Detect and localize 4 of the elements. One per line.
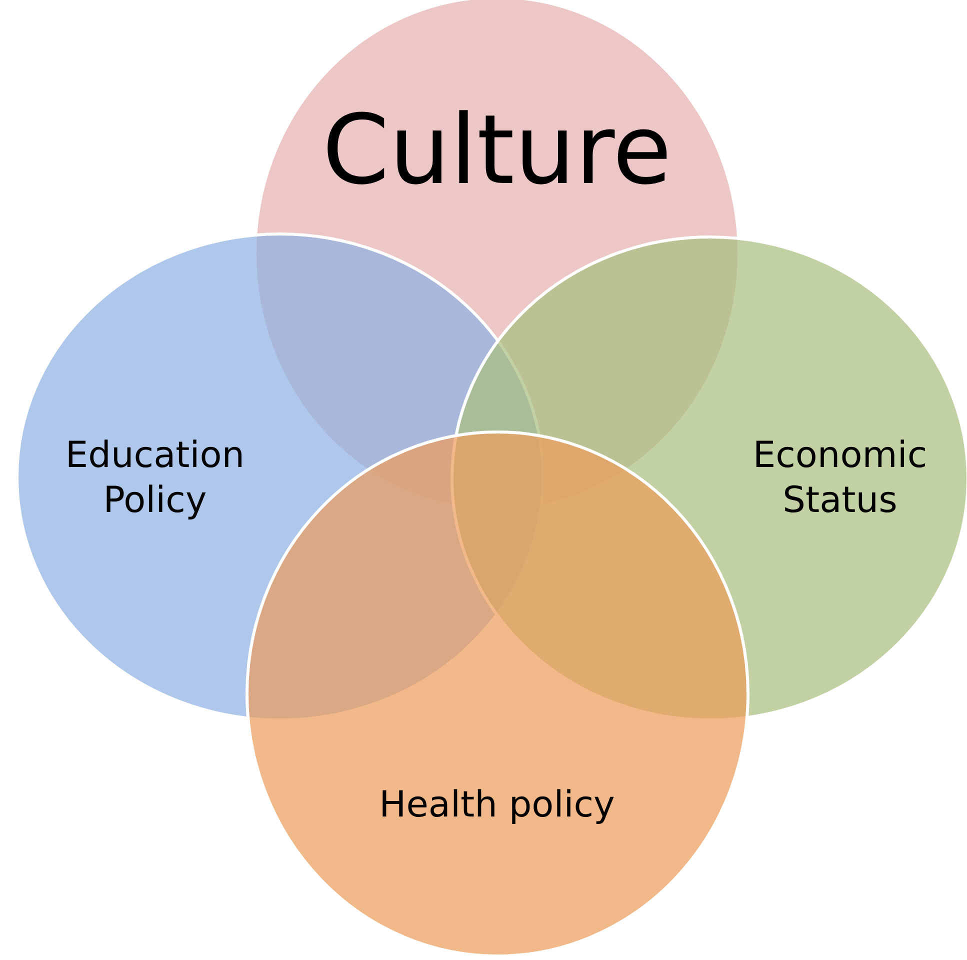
circle-label: Culture [321, 93, 673, 208]
circle-label: Health policy [378, 784, 616, 828]
circle-label: Economic Status [752, 434, 928, 523]
circle-label: Education Policy [64, 434, 246, 523]
